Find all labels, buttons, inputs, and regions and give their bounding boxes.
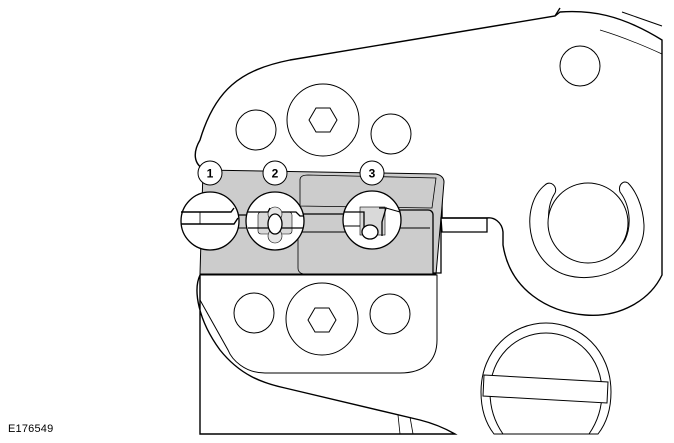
callout-3-label: 3: [369, 167, 376, 181]
lower-fasteners: [233, 282, 411, 356]
lower-bolt-hex: [307, 307, 337, 333]
right-bore-inner: [547, 182, 629, 264]
lower-right-hole: [369, 293, 411, 335]
upper-bolt-hex: [308, 107, 338, 133]
top-right-hole: [559, 45, 601, 87]
detail-circle-3: [342, 190, 402, 250]
detail-3-pin: [361, 224, 379, 240]
upper-right-hole: [370, 113, 412, 155]
detail-circle-1: [180, 191, 240, 251]
callout-2: 2: [262, 160, 288, 186]
lower-left-hole: [233, 292, 275, 334]
upper-left-hole: [235, 109, 277, 151]
upper-fasteners: [235, 45, 601, 157]
callout-1: 1: [197, 160, 223, 186]
detail-circle-2: [245, 191, 305, 251]
callout-2-label: 2: [272, 167, 279, 181]
right-bore: [529, 181, 645, 279]
figure-reference-number: E176549: [8, 423, 54, 435]
cap-slot: [482, 374, 609, 404]
bottom-cap: [480, 322, 612, 435]
callout-1-label: 1: [207, 167, 214, 181]
detail-2-pin: [267, 213, 283, 235]
callout-3: 3: [359, 160, 385, 186]
